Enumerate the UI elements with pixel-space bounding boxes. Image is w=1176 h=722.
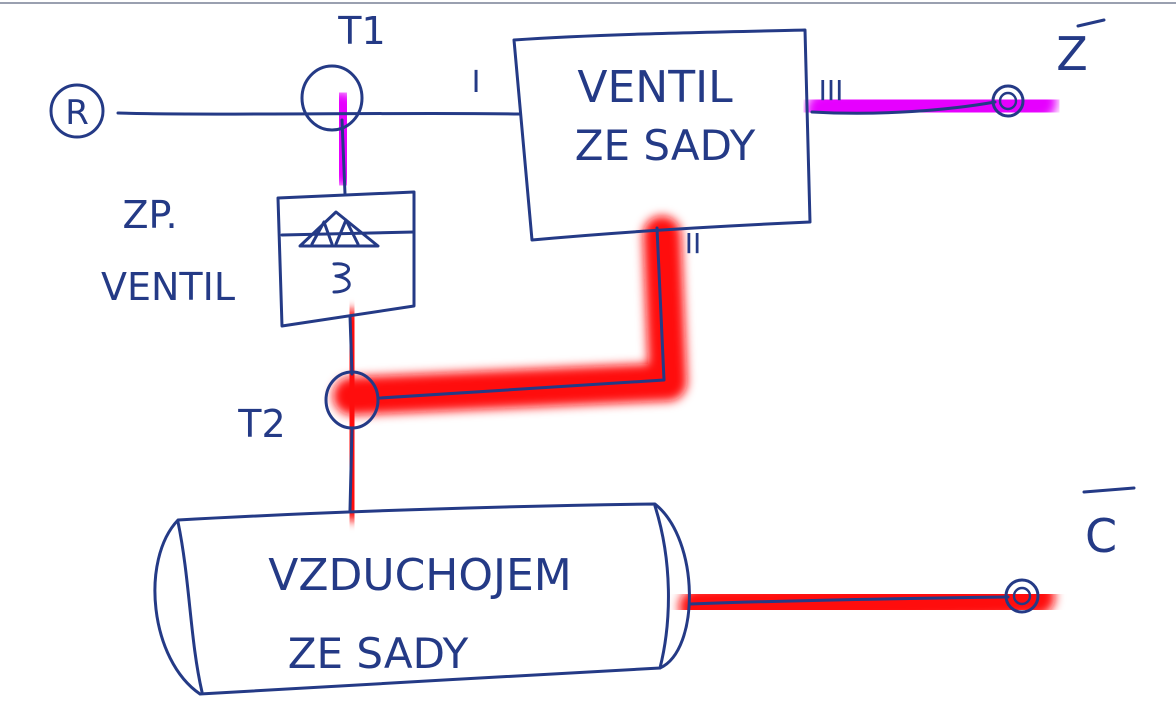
port-3-label: III (819, 74, 844, 107)
r-source-circle (49, 83, 105, 139)
zp-ventil-seat-line (280, 230, 416, 237)
port-2-label: II (685, 227, 702, 260)
r-source-label: R (65, 93, 89, 133)
red-line-port2-to-t2 (333, 216, 687, 415)
t1-branch-pipe (340, 118, 347, 196)
outlet-c-label: C (1085, 509, 1117, 563)
outlet-z-macron (1076, 18, 1106, 28)
outlet-z-coupling (991, 84, 1025, 118)
outlet-c-coupling-inner (1012, 586, 1032, 606)
reservoir-label-line1: VZDUCHOJEM (268, 550, 572, 601)
outlet-c-macron (1082, 486, 1136, 494)
outlet-z-pipe (810, 100, 997, 115)
t1-tee-circle (300, 64, 364, 132)
port-2-pipe (378, 226, 666, 400)
zp-ventil-cone (298, 210, 380, 248)
outlet-z-coupling-inner (998, 91, 1018, 111)
outlet-c-coupling (1004, 578, 1040, 614)
port-1-label: I (472, 65, 481, 100)
outlet-c-pipe (688, 595, 1010, 606)
reservoir-right-cap (653, 504, 670, 670)
magenta-line-ventil-to-z (806, 83, 1057, 129)
ventil-label-line1: VENTIL (577, 62, 733, 113)
ink-drawing: R T1 I VENTIL ZE SADY III Z II ZP. VENTI… (49, 9, 1136, 696)
zp-ventil-box (276, 190, 416, 328)
zp-label-line1: ZP. (122, 193, 177, 237)
t2-label: T2 (237, 402, 285, 446)
outlet-z-label: Z (1056, 27, 1088, 81)
t1-label: T1 (337, 9, 385, 53)
zpventil-to-t2-pipe (348, 314, 354, 376)
reservoir-label-line2: ZE SADY (288, 629, 469, 678)
zp-label-line2: VENTIL (101, 265, 235, 309)
t2-to-reservoir-pipe (348, 426, 354, 512)
reservoir-left-cap (176, 520, 204, 694)
ventil-ze-sady-box (512, 28, 812, 242)
zp-ventil-spring (332, 262, 351, 294)
supply-pipe (116, 111, 522, 116)
ventil-label-line2: ZE SADY (575, 121, 756, 170)
